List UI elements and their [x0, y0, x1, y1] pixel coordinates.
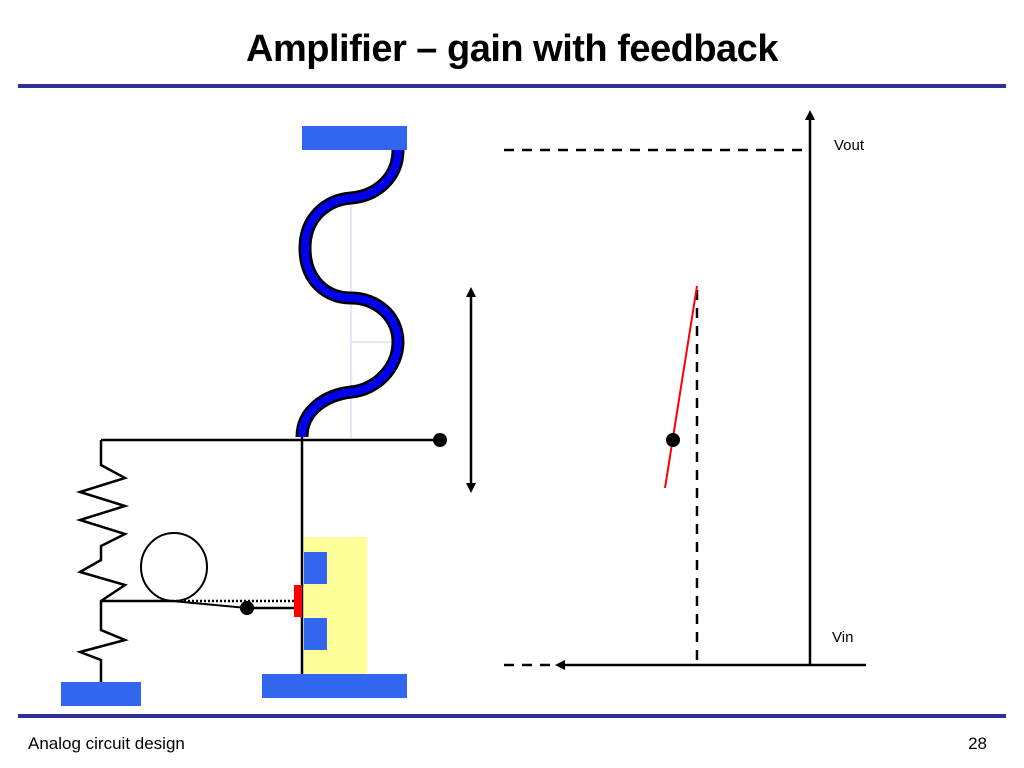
feedback-resistor: [75, 440, 130, 682]
gate-diagonal-wire: [171, 600, 248, 609]
spring-load: [295, 149, 405, 438]
signal-source: [140, 532, 208, 602]
amplifier-circuit: [61, 126, 476, 706]
source-diffusion: [304, 618, 327, 650]
footer-course-title: Analog circuit design: [28, 734, 185, 753]
output-node: [433, 433, 447, 447]
transfer-graph: Vout Vin: [504, 110, 866, 670]
supply-contact-top: [302, 126, 407, 150]
footer-divider: [18, 714, 1006, 718]
transfer-curve: [664, 285, 698, 489]
gate: [294, 585, 302, 617]
input-node: [240, 601, 254, 615]
ground-contact: [262, 674, 407, 698]
page-number: 28: [968, 734, 987, 753]
title-divider: [18, 84, 1006, 88]
drain-diffusion: [304, 552, 327, 584]
slide-title: Amplifier – gain with feedback: [246, 28, 778, 70]
vout-label: Vout: [834, 137, 865, 154]
vin-label: Vin: [832, 629, 853, 646]
feedback-ground-contact: [61, 682, 141, 706]
operating-point: [666, 433, 680, 447]
